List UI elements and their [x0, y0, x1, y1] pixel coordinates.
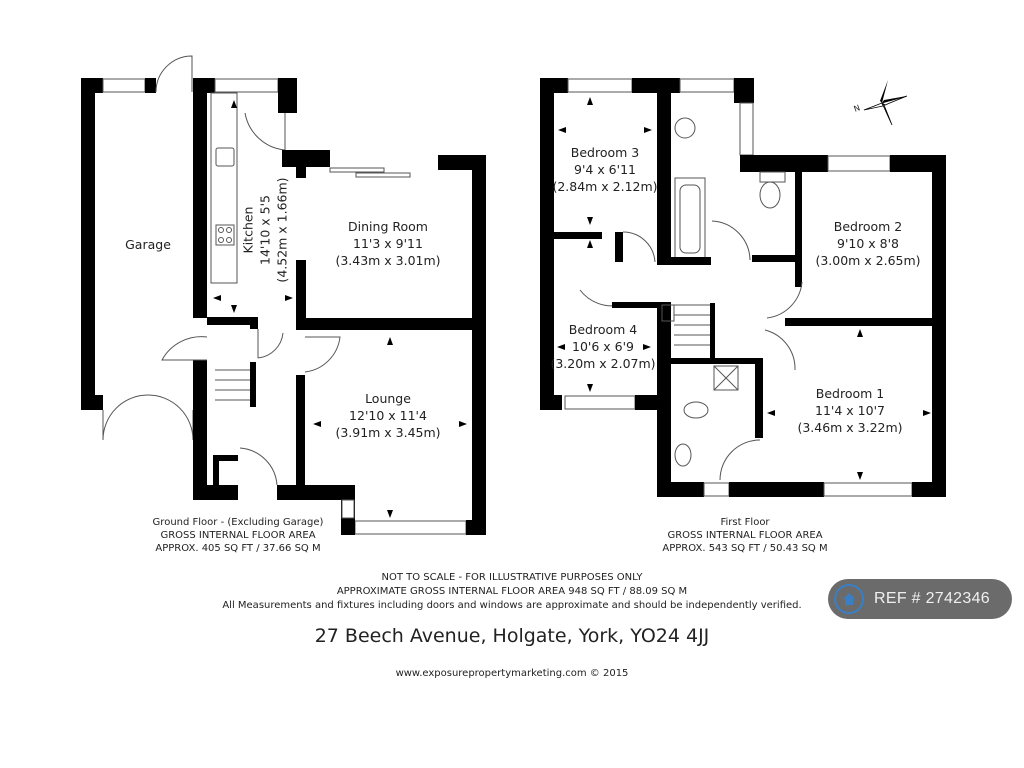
room-label-bedroom-1: Bedroom 1 11'4 x 10'7 (3.46m x 3.22m): [797, 385, 902, 436]
not-to-scale-note: NOT TO SCALE - FOR ILLUSTRATIVE PURPOSES…: [381, 572, 643, 583]
caption-title: First Floor: [720, 517, 770, 528]
room-label-dining-room: Dining Room 11'3 x 9'11 (3.43m x 3.01m): [335, 218, 440, 269]
room-size-imperial: 14'10 x 5'5: [257, 195, 273, 265]
room-size-imperial: 11'3 x 9'11: [353, 236, 423, 251]
caption-area-value: APPROX. 405 SQ FT / 37.66 SQ M: [155, 543, 321, 554]
room-label-garage: Garage: [125, 236, 171, 253]
room-size-metric: (2.84m x 2.12m): [552, 179, 658, 194]
room-size-metric: (3.00m x 2.65m): [815, 253, 921, 268]
measurements-note: All Measurements and fixtures including …: [222, 600, 802, 611]
caption-area-label: GROSS INTERNAL FLOOR AREA: [667, 530, 823, 541]
caption-area-value: APPROX. 543 SQ FT / 50.43 SQ M: [662, 543, 828, 554]
room-name: Bedroom 3: [570, 145, 640, 160]
room-size-imperial: 9'10 x 8'8: [837, 236, 899, 251]
room-size-imperial: 10'6 x 6'9: [572, 339, 634, 354]
total-area-note: APPROXIMATE GROSS INTERNAL FLOOR AREA 94…: [336, 586, 688, 597]
reference-number: REF # 2742346: [874, 590, 990, 607]
floor-plan-drawing: [81, 55, 946, 535]
room-size-imperial: 11'4 x 10'7: [815, 403, 885, 418]
room-label-bedroom-2: Bedroom 2 9'10 x 8'8 (3.00m x 2.65m): [815, 218, 920, 269]
caption-title: Ground Floor - (Excluding Garage): [152, 517, 324, 528]
ground-floor-plan: [81, 55, 486, 535]
room-size-imperial: 9'4 x 6'11: [574, 162, 636, 177]
room-size-metric: (3.91m x 3.45m): [335, 425, 441, 440]
room-name: Garage: [125, 237, 171, 252]
room-name: Lounge: [365, 391, 411, 406]
first-floor-caption: First Floor GROSS INTERNAL FLOOR AREA AP…: [662, 516, 827, 555]
first-floor-plan: [540, 78, 946, 497]
house-icon: [834, 584, 864, 614]
room-size-metric: (4.52m x 1.66m): [274, 177, 290, 283]
room-label-bedroom-3: Bedroom 3 9'4 x 6'11 (2.84m x 2.12m): [552, 144, 657, 195]
website-credit: www.exposurepropertymarketing.com © 2015: [395, 668, 629, 679]
room-name: Kitchen: [240, 206, 256, 254]
room-label-kitchen: Kitchen 14'10 x 5'5 (4.52m x 1.66m): [240, 177, 291, 282]
room-size-metric: (3.20m x 2.07m): [550, 356, 656, 371]
room-name: Bedroom 4: [568, 322, 638, 337]
room-size-imperial: 12'10 x 11'4: [349, 408, 427, 423]
room-name: Dining Room: [348, 219, 428, 234]
room-size-metric: (3.43m x 3.01m): [335, 253, 441, 268]
ground-floor-caption: Ground Floor - (Excluding Garage) GROSS …: [153, 516, 324, 555]
room-label-bedroom-4: Bedroom 4 10'6 x 6'9 (3.20m x 2.07m): [550, 321, 655, 372]
property-address: 27 Beech Avenue, Holgate, York, YO24 4JJ: [314, 625, 710, 647]
room-label-lounge: Lounge 12'10 x 11'4 (3.91m x 3.45m): [335, 390, 440, 441]
caption-area-label: GROSS INTERNAL FLOOR AREA: [160, 530, 316, 541]
compass-rose: N: [852, 78, 912, 132]
room-name: Bedroom 2: [833, 219, 903, 234]
reference-badge: REF # 2742346: [828, 579, 1012, 619]
room-name: Bedroom 1: [815, 386, 885, 401]
compass-icon: [863, 80, 908, 126]
disclaimer-notes: NOT TO SCALE - FOR ILLUSTRATIVE PURPOSES…: [222, 571, 801, 613]
room-size-metric: (3.46m x 3.22m): [797, 420, 903, 435]
